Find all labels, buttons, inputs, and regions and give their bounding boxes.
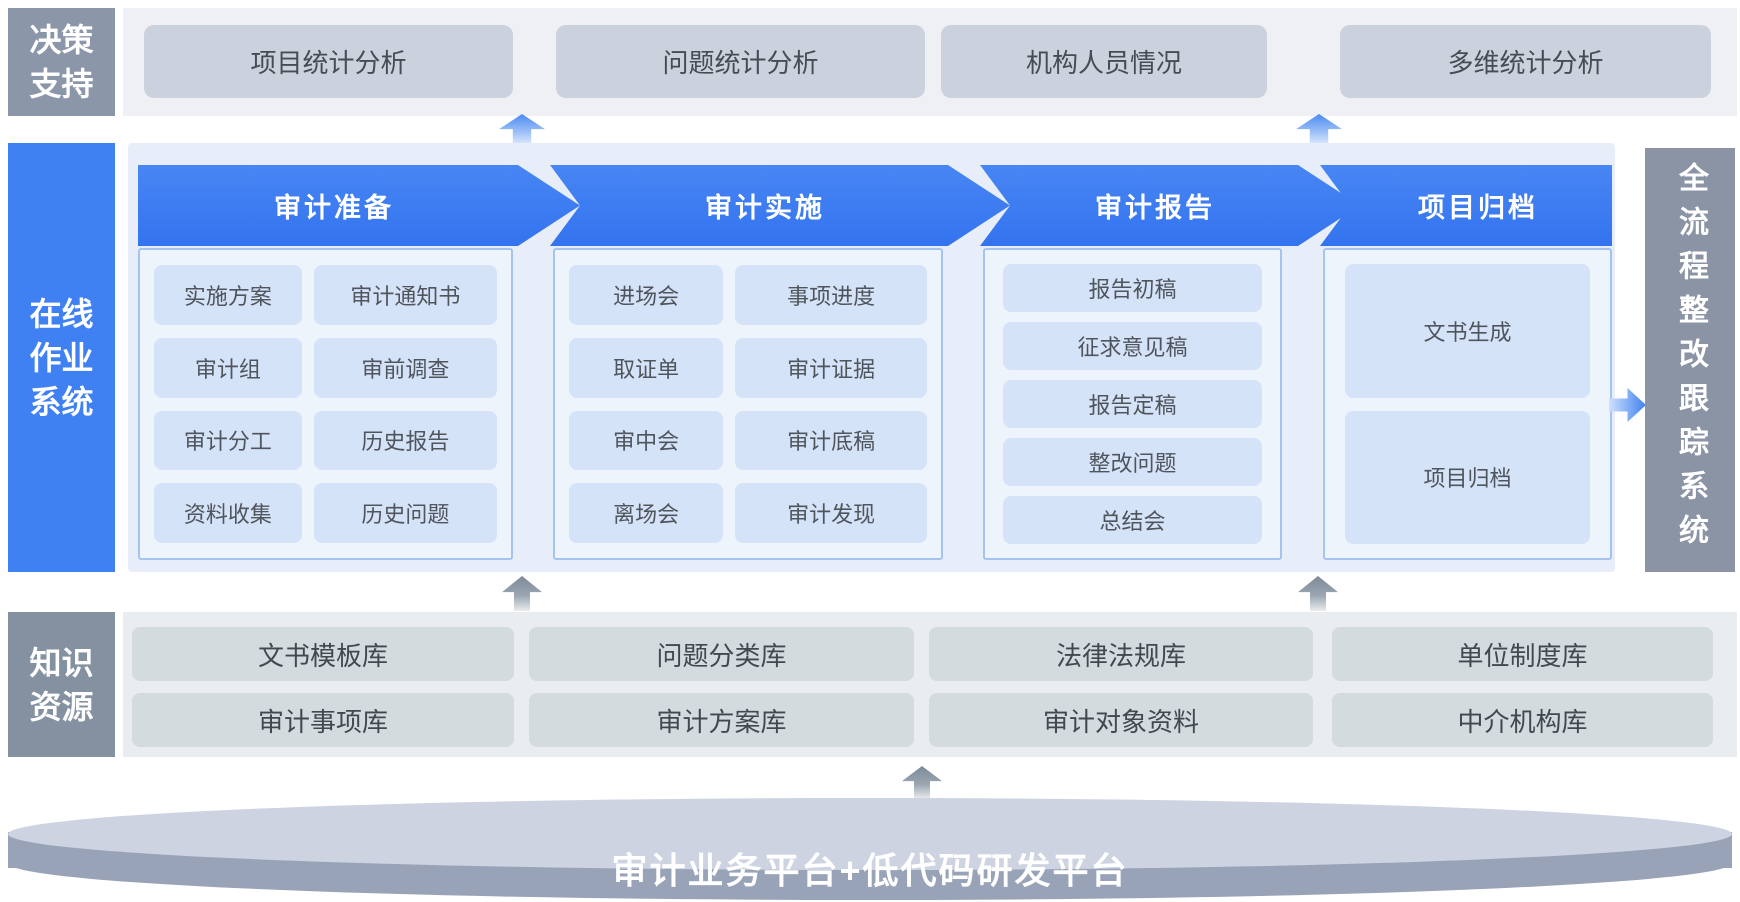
up-arrow-icon [902, 766, 942, 799]
card-row: 审计组 审前调查 [154, 337, 497, 398]
card-audit-team: 审计组 [154, 337, 302, 398]
card-row: 资料收集 历史问题 [154, 483, 497, 543]
stat-box-label: 多维统计分析 [1447, 48, 1604, 78]
process-header-implementation: 审计实施 [550, 165, 1010, 246]
process-header-report: 审计报告 [980, 165, 1360, 246]
process-body-preparation: 实施方案 审计通知书 审计组 审前调查 审计分工 历史报告 资料收集 历史问题 [138, 248, 513, 560]
card-row: 取证单 审计证据 [569, 337, 927, 398]
rail-line: 资源 [29, 688, 94, 725]
rail-line: 支持 [29, 66, 94, 102]
card-row: 审计分工 历史报告 [154, 410, 497, 471]
cylinder-top [8, 798, 1732, 870]
card-implementation-plan: 实施方案 [154, 265, 302, 325]
kbox-audit-plans: 审计方案库 [529, 693, 914, 747]
kbox-label: 法律法规库 [1055, 640, 1186, 671]
card-pre-audit-survey: 审前调查 [313, 337, 497, 398]
process-body-implementation: 进场会 事项进度 取证单 审计证据 审中会 审计底稿 离场会 审计发现 [553, 248, 943, 560]
platform-cylinder: 审计业务平台+低代码研发平台 [8, 798, 1732, 902]
card-report-draft: 报告初稿 [1003, 264, 1262, 312]
card-comment-draft: 征求意见稿 [1003, 322, 1262, 370]
card-row: 进场会 事项进度 [569, 265, 927, 325]
process-body-report: 报告初稿 征求意见稿 报告定稿 整改问题 总结会 [983, 248, 1282, 560]
stat-box-project-analysis: 项目统计分析 [144, 25, 513, 98]
stat-box-issue-analysis: 问题统计分析 [556, 25, 925, 98]
kbox-audit-subject-data: 审计对象资料 [929, 693, 1313, 747]
card-working-papers: 审计底稿 [735, 410, 927, 471]
platform-label: 审计业务平台+低代码研发平台 [611, 850, 1129, 891]
card-audit-division: 审计分工 [154, 410, 302, 471]
decision-support-rail-label: 决策 支持 [8, 8, 115, 116]
card-report-final: 报告定稿 [1003, 380, 1262, 428]
card-document-generation: 文书生成 [1345, 264, 1590, 398]
online-work-rail-label: 在线 作业 系统 [8, 143, 115, 572]
card-row: 审中会 审计底稿 [569, 410, 927, 471]
card-audit-notice: 审计通知书 [313, 265, 497, 325]
process-header-label: 审计准备 [274, 193, 394, 223]
card-row: 离场会 审计发现 [569, 483, 927, 543]
card-summary-meeting: 总结会 [1003, 496, 1262, 544]
stat-box-label: 项目统计分析 [250, 48, 407, 78]
kbox-label: 文书模板库 [257, 640, 388, 671]
card-project-archive: 项目归档 [1345, 410, 1590, 544]
process-body-archive: 文书生成 项目归档 [1323, 248, 1612, 560]
card-data-collection: 资料收集 [154, 483, 302, 543]
card-rectification-issues: 整改问题 [1003, 438, 1262, 486]
up-arrow-icon [502, 576, 542, 611]
kbox-document-templates: 文书模板库 [132, 627, 514, 681]
kbox-audit-items: 审计事项库 [132, 693, 514, 747]
process-header-preparation: 审计准备 [138, 165, 580, 246]
kbox-intermediary-orgs: 中介机构库 [1332, 693, 1713, 747]
stat-box-label: 机构人员情况 [1025, 48, 1182, 78]
rail-line: 系统 [29, 383, 94, 420]
card-item-progress: 事项进度 [735, 265, 927, 325]
rectification-tracking-panel: 全流程整改跟踪系统 [1645, 148, 1735, 572]
kbox-unit-rules: 单位制度库 [1332, 627, 1713, 681]
card-history-issues: 历史问题 [313, 483, 497, 543]
up-arrow-icon [1298, 576, 1338, 611]
rail-line: 知识 [29, 644, 94, 681]
process-header-label: 审计实施 [705, 193, 825, 223]
kbox-label: 中介机构库 [1457, 706, 1588, 737]
tracking-panel-label: 全流程整改跟踪系统 [1674, 162, 1707, 558]
kbox-label: 单位制度库 [1457, 640, 1588, 671]
kbox-issue-categories: 问题分类库 [529, 627, 914, 681]
stat-box-org-personnel: 机构人员情况 [941, 25, 1267, 98]
card-mid-audit-meeting: 审中会 [569, 410, 724, 471]
rail-line: 在线 [29, 295, 94, 332]
card-row: 实施方案 审计通知书 [154, 265, 497, 325]
card-audit-evidence: 审计证据 [735, 337, 927, 398]
process-header-label: 项目归档 [1418, 193, 1538, 223]
card-exit-meeting: 离场会 [569, 483, 724, 543]
kbox-label: 审计对象资料 [1042, 706, 1199, 737]
stat-box-multidim-analysis: 多维统计分析 [1340, 25, 1711, 98]
rail-line: 决策 [29, 22, 94, 58]
stat-box-label: 问题统计分析 [662, 48, 819, 78]
kbox-label: 审计方案库 [656, 706, 787, 737]
kbox-laws-regulations: 法律法规库 [929, 627, 1313, 681]
knowledge-rail-label: 知识 资源 [8, 612, 115, 757]
process-header-label: 审计报告 [1095, 193, 1215, 223]
card-audit-findings: 审计发现 [735, 483, 927, 543]
rail-line: 作业 [29, 339, 94, 376]
card-entry-meeting: 进场会 [569, 265, 724, 325]
card-history-reports: 历史报告 [313, 410, 497, 471]
card-evidence-form: 取证单 [569, 337, 724, 398]
kbox-label: 审计事项库 [257, 706, 388, 737]
process-header-archive: 项目归档 [1320, 165, 1612, 246]
kbox-label: 问题分类库 [656, 640, 787, 671]
